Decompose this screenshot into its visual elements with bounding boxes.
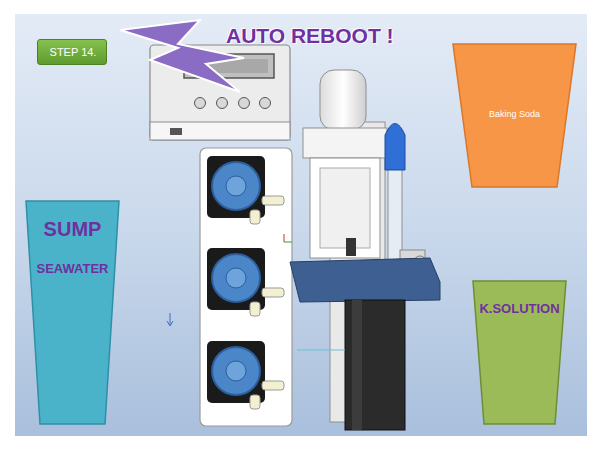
pump-panel — [200, 148, 292, 426]
axis-mark — [284, 234, 285, 242]
small-arrow — [170, 313, 171, 325]
title: AUTO REBOOT ! — [226, 24, 394, 48]
small-arrow — [167, 321, 173, 326]
axis-mark — [284, 242, 292, 243]
tube-line — [297, 350, 345, 351]
baking-soda-container: Baking Soda — [452, 43, 577, 188]
sump-container: SUMP SEAWATER — [25, 200, 120, 425]
lightning-bolt — [120, 20, 244, 92]
node-label: SUMP — [25, 218, 120, 241]
reactor — [290, 70, 440, 430]
node-label: Baking Soda — [452, 109, 577, 119]
node-label: K.SOLUTION — [472, 302, 567, 317]
node-sublabel: SEAWATER — [25, 262, 120, 277]
background-panel — [15, 14, 587, 436]
node-label: STEP 14. — [38, 46, 108, 59]
step-badge: STEP 14. — [37, 39, 107, 65]
k-solution-container: K.SOLUTION — [472, 280, 567, 425]
